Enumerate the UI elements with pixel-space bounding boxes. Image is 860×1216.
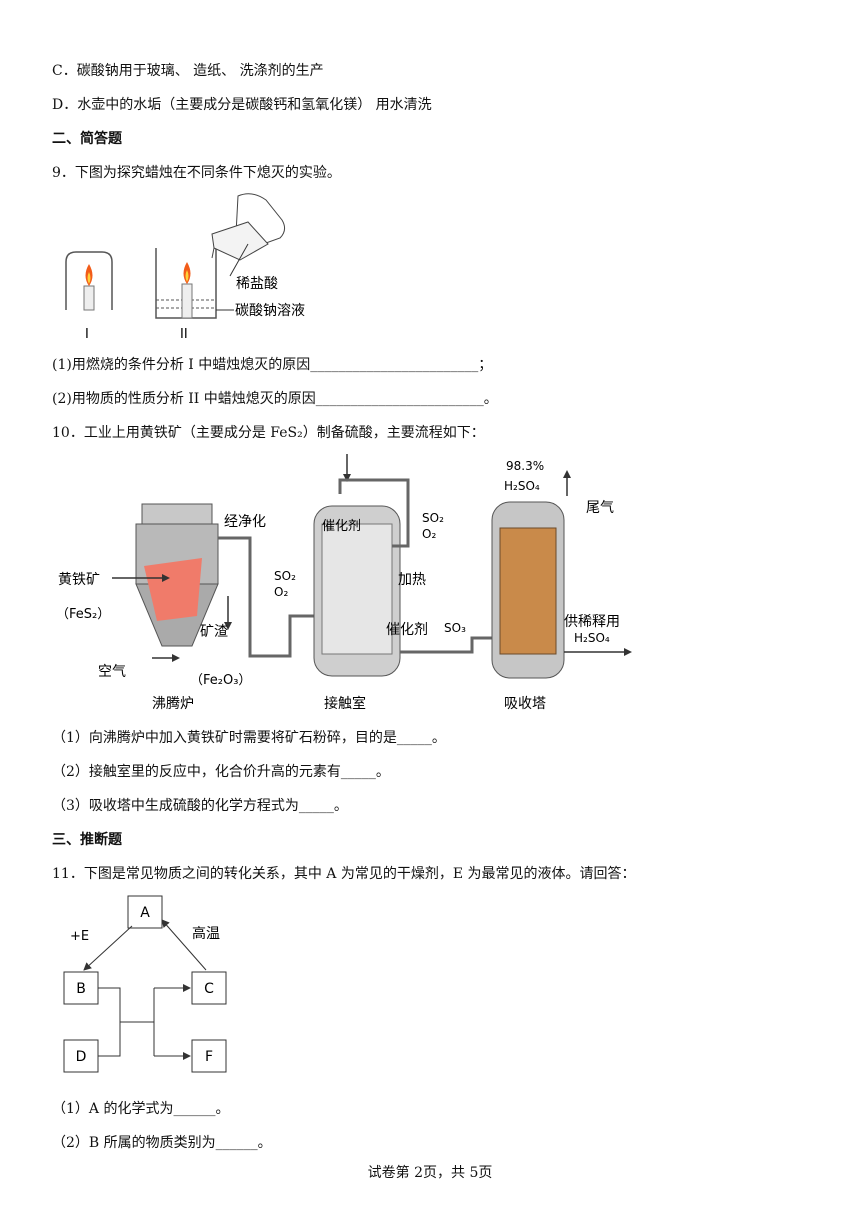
furnace-flame: [144, 558, 202, 621]
question-9: 9．下图为探究蜡烛在不同条件下熄灭的实验。: [52, 165, 341, 181]
label-purify: 经净化: [224, 514, 266, 530]
question-9-2: (2)用物质的性质分析 II 中蜡烛熄灭的原因_________________…: [52, 391, 498, 407]
label-i: I: [85, 327, 89, 342]
label-so3: SO₃: [444, 621, 466, 635]
box-d: [63, 1039, 99, 1073]
label-acid-conc: 98.3%: [506, 459, 544, 473]
candle-ii: [181, 283, 193, 319]
label-plus-e: +E: [70, 929, 89, 944]
label-tower: 吸收塔: [504, 696, 546, 712]
label-slag-formula: （Fe₂O₃）: [190, 673, 251, 688]
label-solution: 碳酸钠溶液: [235, 303, 305, 319]
jar-i: [65, 251, 113, 310]
label-air: 空气: [98, 664, 126, 680]
label-a: A: [140, 905, 150, 921]
option-d: D．水壶中的水垢（主要成分是碳酸钙和氢氧化镁） 用水清洗: [52, 97, 432, 113]
leader-acid: [229, 243, 249, 277]
question-11: 11．下图是常见物质之间的转化关系，其中 A 为常见的干燥剂，E 为最常见的液体…: [52, 866, 636, 882]
section-heading-3: 三、推断题: [52, 832, 122, 848]
label-f: F: [205, 1049, 213, 1065]
label-pyrite-formula: （FeS₂）: [56, 607, 110, 622]
label-high-temp: 高温: [192, 925, 220, 942]
label-catalyst-mid: 催化剂: [386, 622, 428, 638]
label-so2-2: SO₂: [422, 511, 444, 525]
arrow-c-a: [161, 919, 207, 971]
label-heat: 加热: [398, 572, 426, 588]
option-c: C．碳酸钠用于玻璃、 造纸、 洗涤剂的生产: [52, 63, 324, 79]
box-b: [63, 971, 99, 1005]
arrow-a-b: [83, 925, 133, 971]
label-b: B: [76, 981, 86, 997]
question-11-1: （1）A 的化学式为______。: [52, 1101, 230, 1117]
label-c: C: [204, 981, 214, 997]
label-supply: 供稀释用: [564, 614, 620, 630]
acid-bottle: [211, 221, 269, 261]
pipe-1: [218, 536, 314, 658]
question-10-3: （3）吸收塔中生成硫酸的化学方程式为_____。: [52, 798, 348, 814]
question-10: 10．工业上用黄铁矿（主要成分是 FeS₂）制备硫酸，主要流程如下：: [52, 425, 485, 441]
label-d: D: [76, 1049, 87, 1065]
question-11-2: （2）B 所属的物质类别为______。: [52, 1135, 272, 1151]
section-heading-2: 二、简答题: [52, 131, 122, 147]
label-acid: 稀盐酸: [236, 276, 278, 292]
label-acid-formula: H₂SO₄: [504, 479, 540, 493]
sulfuric-acid-process-figure: 黄铁矿 （FeS₂） 空气 矿渣 （Fe₂O₃） 沸腾炉 经净化 SO₂ O₂ …: [56, 454, 632, 712]
conversion-diagram: A B C D F +E 高温: [63, 895, 227, 1073]
label-ii: II: [180, 327, 188, 342]
page-footer: 试卷第 2页，共 5页: [367, 1165, 493, 1181]
label-slag: 矿渣: [200, 624, 228, 640]
label-so2-1: SO₂: [274, 569, 296, 583]
candle-experiment-figure: I II 稀盐酸 碳酸钠溶液: [65, 193, 305, 342]
label-tail-gas: 尾气: [586, 500, 614, 516]
question-9-1: (1)用燃烧的条件分析 I 中蜡烛熄灭的原因__________________…: [52, 357, 493, 373]
pipe-2: [400, 636, 492, 654]
label-contact: 接触室: [324, 695, 366, 712]
box-c: [191, 971, 227, 1005]
question-10-2: （2）接触室里的反应中，化合价升高的元素有_____。: [52, 764, 390, 780]
box-a: [127, 895, 163, 929]
box-f: [191, 1039, 227, 1073]
question-10-1: （1）向沸腾炉中加入黄铁矿时需要将矿石粉碎，目的是_____。: [52, 730, 446, 746]
label-o2-2: O₂: [422, 527, 436, 541]
label-furnace: 沸腾炉: [152, 695, 194, 712]
label-pyrite: 黄铁矿: [58, 571, 100, 588]
label-catalyst-top: 催化剂: [322, 519, 361, 534]
furnace-top: [141, 503, 213, 525]
candle-i: [83, 285, 95, 311]
label-supply-formula: H₂SO₄: [574, 631, 610, 645]
label-o2-1: O₂: [274, 585, 288, 599]
